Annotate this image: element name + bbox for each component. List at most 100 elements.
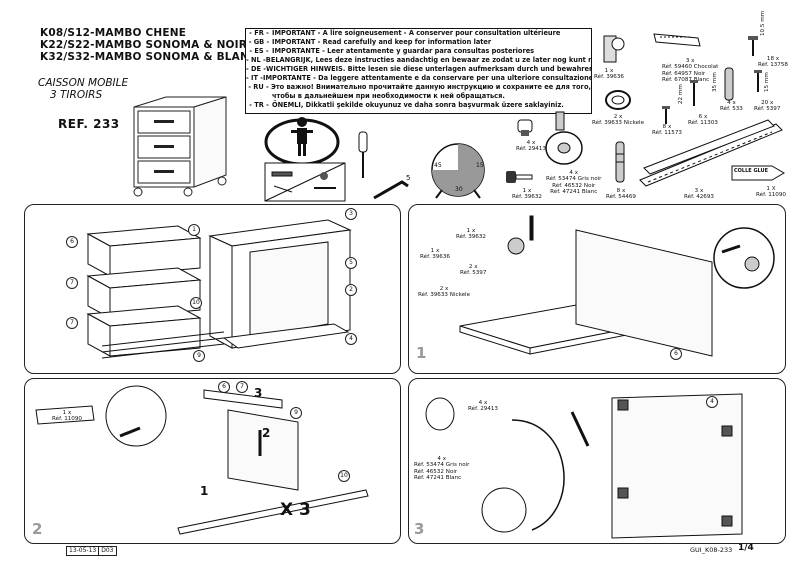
step3-callout-4: 4 [706, 396, 718, 408]
step-2-drawing [35, 385, 369, 535]
footer-date: 13-05-13 [66, 546, 100, 556]
header: K08/S12-MAMBO CHENE K22/S22-MAMBO SONOMA… [38, 27, 257, 131]
long-screw-icon [690, 80, 698, 106]
warning-row: - FR -IMPORTANT - A lire soigneusement -… [249, 29, 561, 37]
screw-8-icon [662, 106, 670, 124]
step-2-number: 2 [32, 520, 43, 538]
callout-2: 2 [345, 284, 357, 296]
step2-callout-7: 7 [236, 381, 248, 393]
step1-callout-6: 6 [670, 348, 682, 360]
part-13758-dim: 10.5 mm [760, 10, 766, 36]
part-53474: 4 x Réf. 53474 Gris noir Réf. 46532 Noir… [546, 170, 602, 196]
callout-1: 1 [188, 224, 200, 236]
warning-row: - RU -Это важно! Внимательно прочитайте … [248, 83, 591, 91]
clock-label-45: 45 [434, 162, 442, 169]
two-person-icon [264, 117, 340, 166]
small-screw-icon [754, 70, 762, 92]
callout-3: 3 [345, 208, 357, 220]
warning-row: чтобы в дальнейшем при необходимости к н… [272, 92, 505, 100]
step3-part-53474: 4 x Réf. 53474 Gris noir Réf. 46532 Noir… [414, 456, 470, 482]
callout-10: 10 [190, 297, 202, 309]
product-name-line2: 3 TIROIRS [50, 89, 103, 101]
step-1-number: 1 [416, 344, 427, 362]
cam-bolt-icon [615, 141, 625, 183]
glue-tube-icon [731, 165, 785, 181]
drawer-runner-icon [639, 119, 783, 187]
ring-icon [605, 90, 631, 110]
glue-label: COLLE GLUE [734, 168, 769, 174]
step2-callout-10: 10 [338, 470, 350, 482]
reference-number: REF. 233 [58, 117, 120, 131]
warning-row: - ES -IMPORTANTE - Leer atentamente y gu… [249, 47, 535, 55]
step-3-number: 3 [414, 520, 425, 538]
footer-doc: GUI_K08-233 [690, 546, 733, 554]
warning-row: - NL -BELANGRIJK, Lees deze instructies … [246, 56, 592, 64]
part-5397-dim: 15 mm [764, 72, 770, 92]
caster-icon [545, 111, 583, 165]
exploded-view-drawing [86, 219, 352, 359]
step2-sub-1: 1 [200, 484, 209, 498]
dowel-icon [724, 67, 734, 101]
step-1-drawing [459, 215, 775, 357]
screw-icon [748, 36, 758, 56]
step2-sub-3: 3 [254, 386, 263, 400]
footer-page: 1/4 [738, 543, 754, 553]
warning-row: - TR -ÖNEMLI, Dikkatli şekilde okuyunuz … [249, 101, 564, 109]
step2-callout-9: 9 [290, 407, 302, 419]
step2-sub-2: 2 [262, 426, 271, 440]
product-title-2: K22/S22-MAMBO SONOMA & NOIR [40, 39, 248, 51]
callout-7: 7 [66, 277, 78, 289]
product-name-line1: CAISSON MOBILE [38, 77, 129, 89]
product-title-3: K32/S32-MAMBO SONOMA & BLANC [40, 51, 257, 63]
tool-count: 5 [406, 174, 411, 182]
warning-row: - IT -IMPORTANTE - Da leggere attentamen… [246, 74, 592, 82]
callout-5: 5 [345, 257, 357, 269]
part-533-dim: 35 mm [712, 72, 718, 92]
warning-row: - GB -IMPORTANT - Read carefully and kee… [248, 38, 492, 46]
clock-label-15: 15 [476, 162, 484, 169]
callout-9: 9 [193, 350, 205, 362]
clock-label-30: 30 [455, 186, 463, 193]
callout-6: 6 [66, 236, 78, 248]
part-59460: 3 x Réf. 59460 Chocolat Réf. 64957 Noir … [662, 58, 719, 84]
step-2-panel [24, 378, 401, 544]
step2-multiplier: X 3 [280, 500, 311, 520]
callout-4: 4 [345, 333, 357, 345]
part-11303-dim: 22 mm [678, 84, 684, 104]
allen-key-icon [373, 180, 409, 200]
clock-icon [431, 143, 485, 199]
glider-icon [517, 119, 533, 136]
key-icon [506, 171, 533, 183]
footer-left: 13-05-13 D03 [66, 546, 117, 556]
warning-box: - FR -IMPORTANT - A lire soigneusement -… [245, 28, 592, 114]
callout-7b: 7 [66, 317, 78, 329]
step-3-drawing [425, 393, 743, 539]
cabinet-illustration [133, 96, 227, 197]
product-title-1: K08/S12-MAMBO CHENE [40, 27, 187, 39]
tools-icon [264, 162, 346, 202]
footer-code: D03 [99, 546, 117, 556]
handle-icon [653, 33, 701, 47]
screwdriver-icon [358, 131, 368, 178]
step2-callout-6: 6 [218, 381, 230, 393]
warning-row: - DE -WICHTIGER HINWEIS. Bitte lesen sie… [246, 65, 592, 73]
cam-lock-icon [603, 35, 625, 63]
